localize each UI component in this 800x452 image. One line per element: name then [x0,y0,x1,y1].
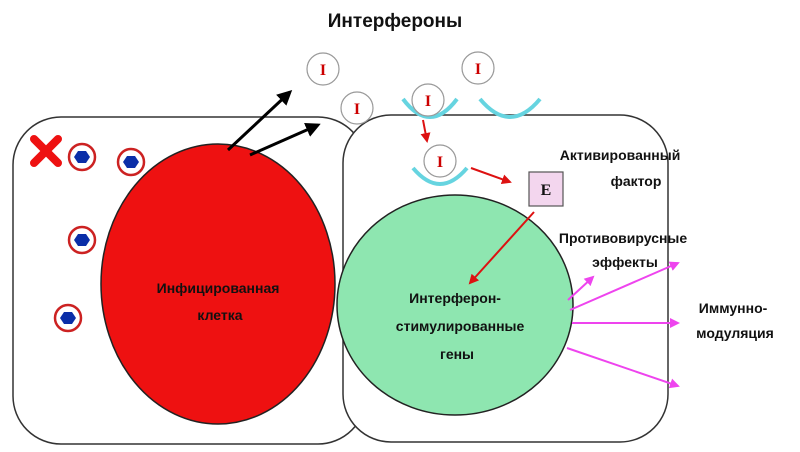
antiviral-label: Противовирусные эффекты [559,230,691,270]
interferon-molecule: I [411,83,445,117]
svg-text:I: I [437,154,443,171]
activated-factor-line2: фактор [611,173,662,189]
title: Интерфероны [328,11,462,32]
activated-factor-line1: Активированный [560,147,681,163]
receptor-icon [411,166,469,186]
receptor-icon [478,97,542,119]
virus-particle [67,142,97,172]
secretion-arrow [249,122,321,157]
isg-label-line3: гены [440,346,474,362]
effect-arrow [567,275,595,301]
infected-cell-label-line1: Инфицированная [157,280,280,296]
activated-factor-label: Активированный фактор [560,147,684,189]
interferon-molecule: I [423,144,457,178]
interferon-molecule: I [340,91,374,125]
receptor-icon [401,97,459,119]
signal-arrow [470,167,512,185]
activated-factor-box: E [528,171,564,207]
isg-nucleus [336,194,574,416]
immuno-line2: модуляция [696,325,774,341]
virus-particle [53,303,83,333]
antiviral-line2: эффекты [592,254,658,270]
isg-label-line1: Интерферон- [409,290,501,306]
isg-label-line2: стимулированные [396,318,525,334]
svg-text:I: I [354,101,360,118]
svg-text:I: I [320,62,326,79]
immunomodulation-label: Иммунно- модуляция [696,300,774,341]
effect-arrow [566,347,680,389]
infected-cell-label: Инфицированная клетка [157,280,284,323]
interferon-molecule: I [461,51,495,85]
secretion-arrow [226,89,293,152]
interferon-molecule: I [306,52,340,86]
virus-particle [67,225,97,255]
infected-cell-label-line2: клетка [197,307,242,323]
svg-text:I: I [475,61,481,78]
signal-arrow [420,119,431,143]
effect-arrow [569,261,680,311]
svg-text:I: I [425,93,431,110]
virus-particle [116,147,146,177]
svg-text:E: E [541,182,552,199]
signal-arrow [468,211,535,285]
antiviral-line1: Противовирусные [559,230,687,246]
red-x-icon [30,135,62,167]
immuno-line1: Иммунно- [699,300,768,316]
isg-label: Интерферон- стимулированные гены [396,290,528,362]
infected-nucleus [100,143,336,425]
